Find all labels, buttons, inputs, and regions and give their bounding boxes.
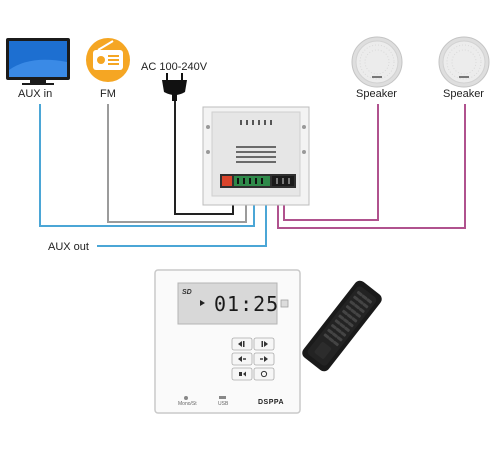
speaker-right-label: Speaker — [443, 88, 484, 100]
wall-panel-front: SD 01:25 Mono/St USB DSPPA — [154, 269, 301, 414]
radio-icon — [86, 38, 130, 82]
connection-lines — [39, 100, 466, 247]
usb-port[interactable] — [219, 396, 226, 399]
remote-control-icon — [302, 280, 382, 372]
aux-in-label: AUX in — [18, 88, 52, 100]
lcd-display — [177, 282, 278, 325]
ac-label: AC 100-240V — [141, 61, 208, 73]
usb-label: USB — [218, 401, 229, 407]
brand-logo: DSPPA — [258, 399, 284, 406]
aux-out-line — [97, 187, 267, 247]
speaker-icon — [438, 36, 490, 88]
keypad — [231, 337, 275, 381]
power-plug-icon — [162, 73, 187, 101]
fm-label: FM — [100, 88, 116, 100]
tv-icon — [6, 38, 70, 85]
aux-in-line — [39, 104, 255, 227]
speaker-left-label: Speaker — [356, 88, 397, 100]
speaker-right-line — [277, 104, 466, 229]
aux-out-label: AUX out — [48, 241, 89, 253]
side-button[interactable] — [280, 299, 289, 308]
mono-stereo-switch[interactable] — [184, 396, 188, 400]
play-indicator-icon — [200, 300, 205, 306]
lcd-sd-badge: SD — [182, 289, 192, 296]
power-button[interactable] — [253, 367, 275, 381]
lcd-time: 01:25 — [214, 292, 279, 316]
mono-stereo-label: Mono/St — [178, 401, 197, 407]
speaker-icon — [351, 36, 403, 88]
amplifier-back-panel — [202, 106, 310, 206]
